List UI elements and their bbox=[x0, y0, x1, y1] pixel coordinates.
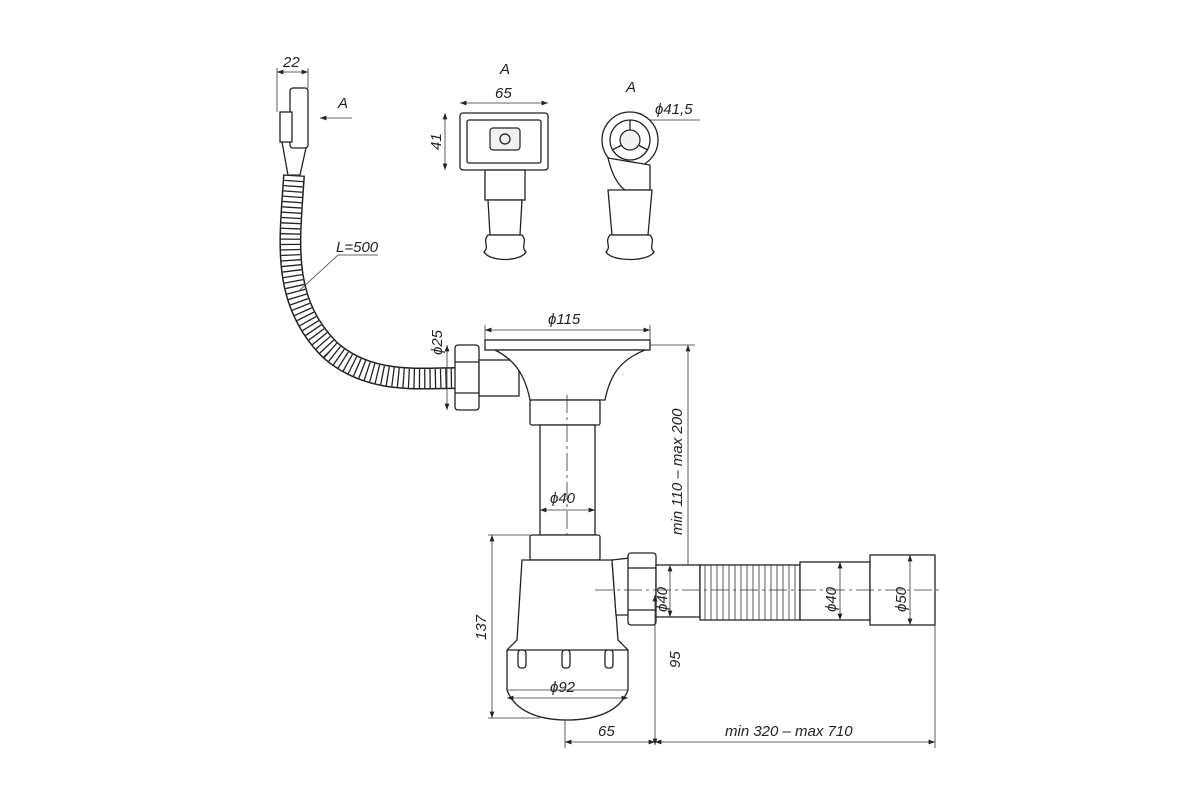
view-a-front-title: A bbox=[499, 61, 510, 78]
outlet-pipe-diameter-label: ϕ40 bbox=[823, 586, 840, 612]
overflow-hose: L=500 bbox=[279, 174, 459, 390]
view-a-front-width-label: 65 bbox=[495, 85, 512, 102]
hose-length-label: L=500 bbox=[336, 239, 379, 256]
view-mark-label: A bbox=[337, 95, 348, 112]
outlet-height-label: 95 bbox=[667, 651, 684, 668]
view-a-side-title: A bbox=[625, 79, 636, 96]
corrugated-section bbox=[704, 565, 796, 620]
overflow-fitting: 22 A bbox=[276, 54, 352, 176]
hose-connector-diameter-label: ϕ25 bbox=[429, 329, 446, 355]
strainer-bowl: ϕ115 bbox=[484, 311, 695, 401]
view-a-front-height-label: 41 bbox=[428, 133, 445, 150]
outlet-offset-label: 65 bbox=[598, 723, 615, 740]
outlet-length-range-label: min 320 – max 710 bbox=[725, 723, 853, 740]
view-a-side-diameter-label: ϕ41,5 bbox=[655, 101, 693, 118]
pipe-diameter-label: ϕ40 bbox=[550, 490, 576, 507]
outlet-pipe: ϕ40 ϕ40 ϕ50 95 65 min 320 – max 710 bbox=[564, 552, 940, 748]
outlet-end-diameter-label: ϕ50 bbox=[893, 586, 910, 612]
trap-diameter-label: ϕ92 bbox=[550, 679, 576, 696]
outlet-nut-diameter-label: ϕ40 bbox=[654, 586, 671, 612]
trap-height-label: 137 bbox=[473, 614, 490, 640]
bottle-trap: 137 ϕ92 bbox=[473, 534, 631, 721]
overflow-width-label: 22 bbox=[282, 54, 300, 71]
view-a-front: A 65 41 bbox=[428, 61, 549, 261]
hose-nut: ϕ25 bbox=[429, 329, 520, 411]
vertical-pipe: ϕ40 min 110 – max 200 bbox=[529, 345, 691, 720]
view-a-side: A ϕ41,5 bbox=[601, 79, 700, 261]
pipe-height-range-label: min 110 – max 200 bbox=[669, 408, 686, 535]
strainer-diameter-label: ϕ115 bbox=[548, 311, 581, 328]
